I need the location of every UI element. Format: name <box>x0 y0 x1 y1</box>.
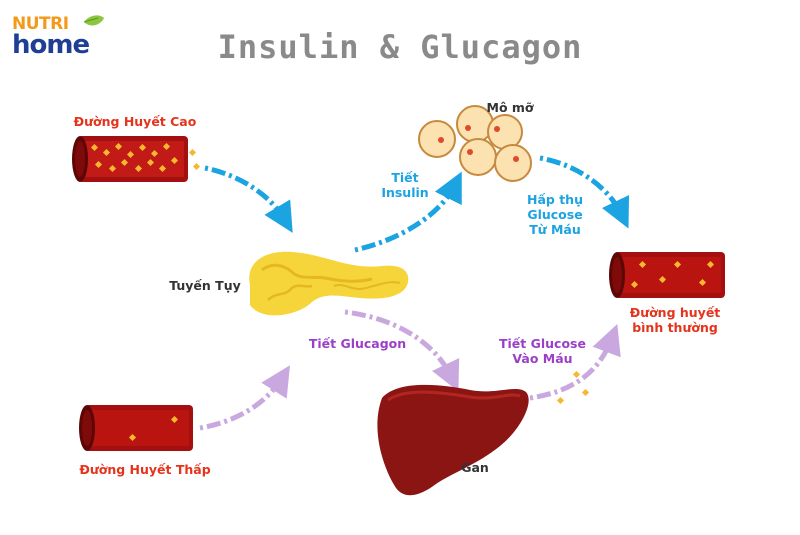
label-absorb-glucose-line2: Glucose <box>527 207 583 222</box>
glucose-particles-normal <box>630 260 715 289</box>
label-normal-blood-sugar-line1: Đường huyết <box>629 305 721 320</box>
label-high-blood-sugar: Đường Huyết Cao <box>73 114 197 129</box>
label-secrete-insulin: Tiết Insulin <box>370 170 440 200</box>
label-absorb-glucose-line3: Từ Máu <box>529 222 581 237</box>
label-release-glucose-line1: Tiết Glucose <box>499 336 586 351</box>
arrow-insulin <box>354 171 462 253</box>
label-absorb-glucose-line1: Hấp thụ <box>527 192 583 207</box>
logo-home: home <box>12 30 90 60</box>
label-release-glucose: Tiết Glucose Vào Máu <box>490 336 595 366</box>
label-absorb-glucose: Hấp thụ Glucose Từ Máu <box>515 192 595 237</box>
pancreas <box>249 251 409 316</box>
label-secrete-insulin-line2: Insulin <box>381 185 429 200</box>
arrow-high-to-pancreas <box>204 165 293 233</box>
fat-cells <box>418 105 532 182</box>
glucose-particles-low <box>128 415 179 442</box>
label-liver: Gan <box>461 460 489 475</box>
arrow-absorb-glucose <box>539 155 630 229</box>
glucose-particles-high <box>90 142 201 173</box>
logo-nutri: NUTRI <box>12 14 69 34</box>
glucose-particles-release <box>556 370 590 405</box>
label-normal-blood-sugar: Đường huyết bình thường <box>620 305 730 335</box>
arrow-low-to-pancreas <box>199 365 290 431</box>
vessel-normal-blood-sugar <box>609 252 725 298</box>
label-low-blood-sugar: Đường Huyết Thấp <box>79 462 211 477</box>
leaf-icon <box>83 15 104 26</box>
label-fat-tissue: Mô mỡ <box>486 100 534 115</box>
label-secrete-glucagon: Tiết Glucagon <box>308 336 407 351</box>
vessel-low-blood-sugar <box>79 405 193 451</box>
label-pancreas: Tuyến Tụy <box>169 278 241 293</box>
label-secrete-insulin-line1: Tiết <box>391 170 419 185</box>
label-normal-blood-sugar-line2: bình thường <box>632 320 718 335</box>
liver <box>377 384 529 496</box>
page-title: Insulin & Glucagon <box>217 28 583 66</box>
label-release-glucose-line2: Vào Máu <box>512 351 573 366</box>
arrow-release-glucose <box>529 323 621 401</box>
arrow-glucagon <box>344 309 460 392</box>
vessel-high-blood-sugar <box>72 136 201 182</box>
